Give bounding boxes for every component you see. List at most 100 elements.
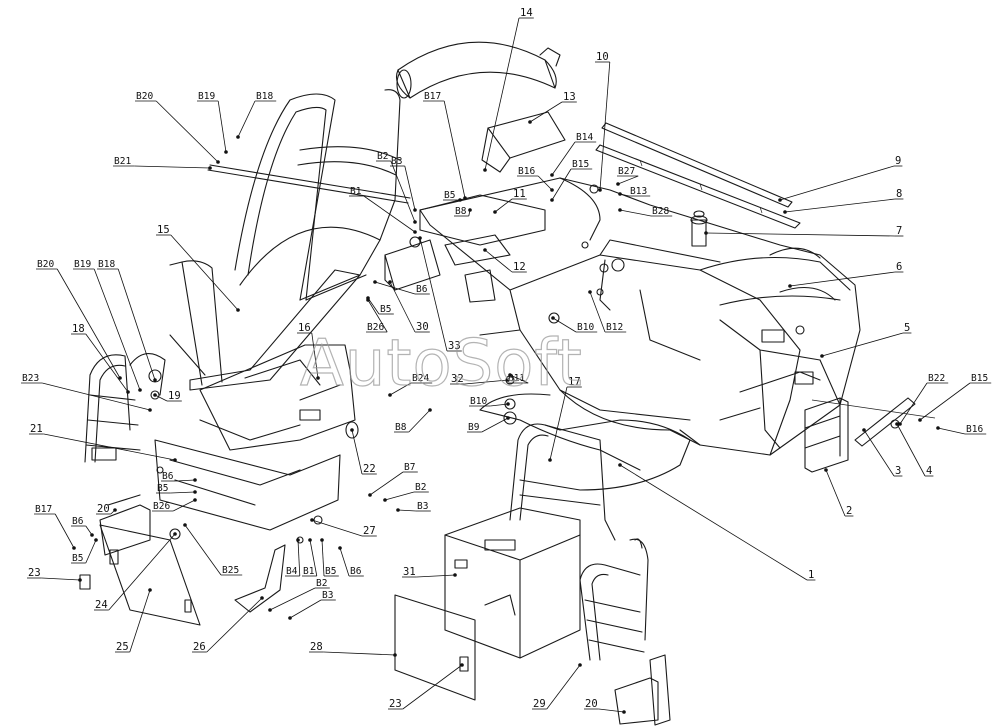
callout-leader-line bbox=[311, 519, 363, 537]
callout-target-dot bbox=[310, 518, 314, 522]
callout-label: B21 bbox=[114, 156, 131, 167]
callout-c23b: 23 bbox=[388, 663, 464, 710]
callout-b18b: B18 bbox=[97, 259, 157, 382]
callout-leader-line bbox=[390, 160, 416, 223]
callout-target-dot bbox=[320, 538, 324, 542]
callout-label: B2 bbox=[377, 151, 388, 162]
callout-c20b: 20 bbox=[584, 698, 626, 714]
callout-label: B6 bbox=[416, 284, 428, 295]
callout-leader-line bbox=[494, 198, 513, 213]
callout-target-dot bbox=[548, 458, 552, 462]
callout-target-dot bbox=[463, 196, 467, 200]
callout-target-dot bbox=[493, 210, 497, 214]
callout-label: B10 bbox=[470, 396, 487, 407]
callout-b21: B21 bbox=[113, 156, 212, 170]
callout-label: B26 bbox=[367, 322, 384, 333]
callout-leader-line bbox=[619, 209, 652, 217]
callout-b27: B27 bbox=[616, 166, 639, 186]
callout-b6b: B6 bbox=[161, 471, 197, 482]
callout-label: B17 bbox=[35, 504, 52, 515]
callout-target-dot bbox=[550, 198, 554, 202]
callout-b3c: B3 bbox=[288, 590, 336, 620]
callout-b20a: B20 bbox=[135, 91, 220, 164]
callout-leader-line bbox=[155, 100, 219, 163]
callout-c6: 6 bbox=[788, 261, 904, 288]
callout-b3b: B3 bbox=[396, 501, 431, 512]
callout-leader-line bbox=[384, 491, 415, 501]
callout-c23a: 23 bbox=[27, 567, 82, 582]
callout-target-dot bbox=[173, 458, 177, 462]
callout-target-dot bbox=[388, 280, 392, 284]
callout-target-dot bbox=[413, 230, 417, 234]
callout-leader-line bbox=[367, 297, 380, 315]
callout-leader-line bbox=[41, 577, 81, 581]
callout-label: 25 bbox=[116, 641, 129, 653]
callout-target-dot bbox=[366, 298, 370, 302]
callout-label: B2 bbox=[316, 578, 327, 589]
callout-label: 3 bbox=[895, 465, 901, 477]
callout-leader-line bbox=[206, 597, 263, 653]
callout-target-dot bbox=[94, 538, 98, 542]
callout-leader-line bbox=[599, 61, 611, 191]
part-22-knob bbox=[345, 421, 359, 439]
callout-b6c: B6 bbox=[71, 516, 94, 537]
callout-label: B15 bbox=[572, 159, 589, 170]
part-5-6-panels bbox=[699, 257, 851, 421]
callout-target-dot bbox=[288, 616, 292, 620]
callout-leader-line bbox=[154, 394, 168, 402]
callout-label: 22 bbox=[363, 463, 376, 475]
part-24-nut bbox=[169, 528, 181, 540]
callout-leader-line bbox=[269, 587, 316, 611]
callout-leader-line bbox=[937, 427, 966, 435]
callout-b10: B10 bbox=[551, 316, 598, 333]
callout-target-dot bbox=[393, 653, 397, 657]
callout-label: B10 bbox=[577, 322, 594, 333]
callout-leader-line bbox=[297, 539, 301, 577]
callout-target-dot bbox=[578, 663, 582, 667]
callout-b15b: B15 bbox=[918, 373, 992, 422]
callout-label: B18 bbox=[98, 259, 115, 270]
callout-target-dot bbox=[396, 508, 400, 512]
callout-label: B5 bbox=[157, 483, 168, 494]
callout-target-dot bbox=[413, 208, 417, 212]
callout-label: 2 bbox=[846, 505, 852, 517]
callout-label: B23 bbox=[22, 373, 39, 384]
callout-b26a: B26 bbox=[366, 298, 388, 333]
callout-leader-line bbox=[481, 417, 509, 433]
callout-target-dot bbox=[428, 408, 432, 412]
callout-leader-line bbox=[311, 332, 319, 379]
callout-label: B2 bbox=[415, 482, 426, 493]
callout-label: B11 bbox=[508, 373, 525, 384]
callout-label: 4 bbox=[926, 465, 932, 477]
callout-label: 5 bbox=[904, 322, 910, 334]
callout-label: 31 bbox=[403, 566, 416, 578]
callout-leader-line bbox=[323, 651, 396, 656]
part-3-plate bbox=[854, 397, 916, 447]
callout-label: B19 bbox=[74, 259, 91, 270]
callout-target-dot bbox=[373, 280, 377, 284]
callout-c15: 15 bbox=[156, 224, 240, 312]
callout-leader-line bbox=[43, 433, 176, 461]
callout-target-dot bbox=[388, 393, 392, 397]
callout-b3a: B3 bbox=[390, 156, 417, 212]
callout-leader-line bbox=[899, 382, 928, 425]
callout-leader-line bbox=[374, 281, 416, 295]
callout-c9: 9 bbox=[778, 155, 903, 202]
callout-target-dot bbox=[483, 168, 487, 172]
callout-leader-line bbox=[443, 100, 466, 199]
callout-target-dot bbox=[368, 493, 372, 497]
callout-b17b: B17 bbox=[34, 504, 76, 550]
callout-leader-line bbox=[537, 175, 553, 191]
callout-target-dot bbox=[153, 393, 157, 397]
callout-c26: 26 bbox=[192, 596, 264, 653]
callout-leader-line bbox=[863, 429, 895, 477]
callout-target-dot bbox=[862, 428, 866, 432]
callout-label: B5 bbox=[325, 566, 336, 577]
callout-leader-line bbox=[217, 100, 227, 153]
callout-target-dot bbox=[506, 402, 510, 406]
callout-b1b: B1 bbox=[302, 538, 318, 577]
callout-target-dot bbox=[618, 208, 622, 212]
callout-target-dot bbox=[588, 290, 592, 294]
